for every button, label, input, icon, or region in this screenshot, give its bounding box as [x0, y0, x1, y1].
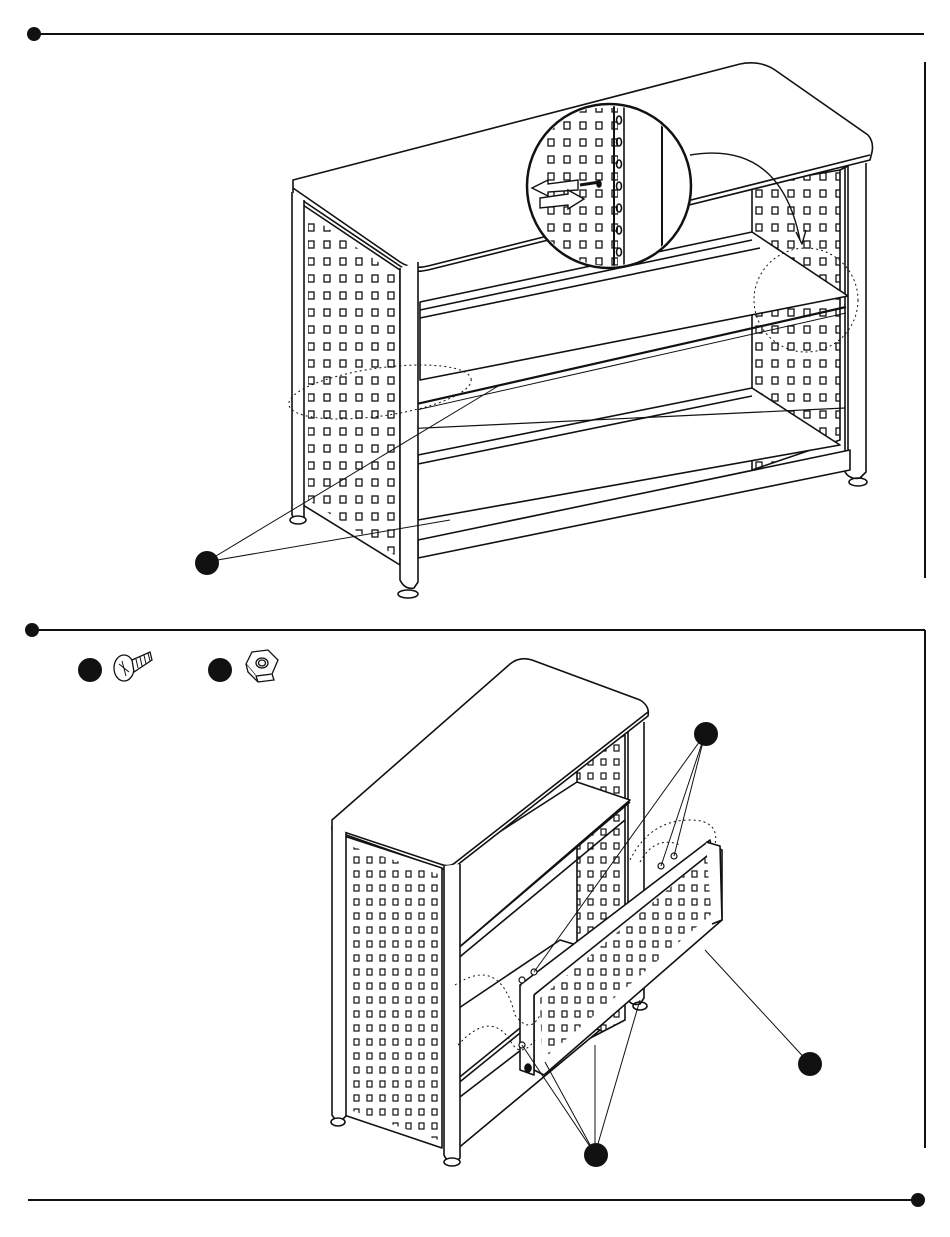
- step-2-illustration: [331, 659, 810, 1166]
- callout-badge: [798, 1052, 822, 1076]
- screw-icon: [114, 652, 152, 681]
- hardware-legend: [78, 650, 278, 682]
- callout-badge: [208, 658, 232, 682]
- divider-bottom: [28, 1193, 925, 1207]
- callout-badge: [78, 658, 102, 682]
- callout-badge: [195, 551, 219, 575]
- divider-top: [27, 27, 924, 41]
- step-2-left-panel: [331, 826, 460, 1166]
- hex-nut-icon: [246, 650, 278, 682]
- callout-badge: [584, 1143, 608, 1167]
- callout-badge: [694, 722, 718, 746]
- bottom-shelves: [418, 388, 850, 558]
